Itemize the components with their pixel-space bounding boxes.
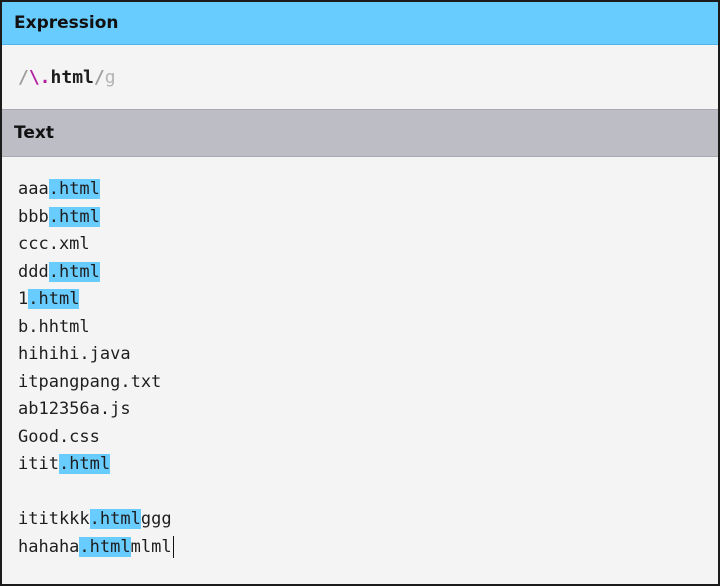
text-segment: ddd xyxy=(18,261,49,282)
match-highlight: .html xyxy=(28,289,80,309)
text-segment: mlml xyxy=(130,536,172,557)
match-highlight: .html xyxy=(48,261,100,282)
text-segment: b.hhtml xyxy=(18,316,90,337)
text-segment: hihihi.java xyxy=(18,344,131,364)
text-line: bbb.html xyxy=(18,204,718,232)
text-segment: ggg xyxy=(140,509,172,529)
regex-literal: html xyxy=(50,66,94,88)
text-header: Text xyxy=(2,109,718,157)
match-highlight: .html xyxy=(48,206,100,227)
text-line: b.hhtml xyxy=(18,314,718,342)
text-segment: ab12356a.js xyxy=(18,399,131,419)
regex-close-slash: / xyxy=(93,66,105,88)
text-line: itpangpang.txt xyxy=(18,369,718,397)
regex-escape: \. xyxy=(28,66,51,88)
text-segment: itpangpang.txt xyxy=(18,371,162,392)
match-highlight: .html xyxy=(89,509,141,529)
match-highlight: .html xyxy=(58,454,111,474)
match-highlight: .html xyxy=(48,179,100,199)
text-segment: Good.css xyxy=(18,426,100,447)
text-line: 1.html xyxy=(18,286,718,314)
text-segment: itit xyxy=(18,454,59,474)
text-segment: 1 xyxy=(18,289,29,309)
expression-header: Expression xyxy=(2,2,718,45)
text-line: ititkkk.htmlggg xyxy=(18,506,718,534)
text-line: hahaha.htmlmlml xyxy=(18,534,718,562)
text-segment: ititkkk xyxy=(18,509,90,529)
text-caret xyxy=(172,535,174,558)
regex-open-slash: / xyxy=(18,66,29,88)
text-segment: bbb xyxy=(18,206,49,227)
text-segment: aaa xyxy=(18,179,49,199)
text-line: ccc.xml xyxy=(18,231,718,259)
text-line xyxy=(18,479,718,507)
text-line: aaa.html xyxy=(18,176,718,204)
expression-input[interactable]: /\.html/g xyxy=(2,45,718,109)
text-line: ddd.html xyxy=(18,259,718,287)
text-segment: hahaha xyxy=(18,536,80,557)
regex-flags[interactable]: g xyxy=(104,66,116,88)
text-title: Text xyxy=(14,123,54,143)
text-line: Good.css xyxy=(18,424,718,452)
text-segment: ccc.xml xyxy=(18,234,90,254)
expression-title: Expression xyxy=(14,13,119,33)
text-line: hihihi.java xyxy=(18,341,718,369)
match-highlight: .html xyxy=(79,536,131,557)
text-line: itit.html xyxy=(18,451,718,479)
text-line: ab12356a.js xyxy=(18,396,718,424)
